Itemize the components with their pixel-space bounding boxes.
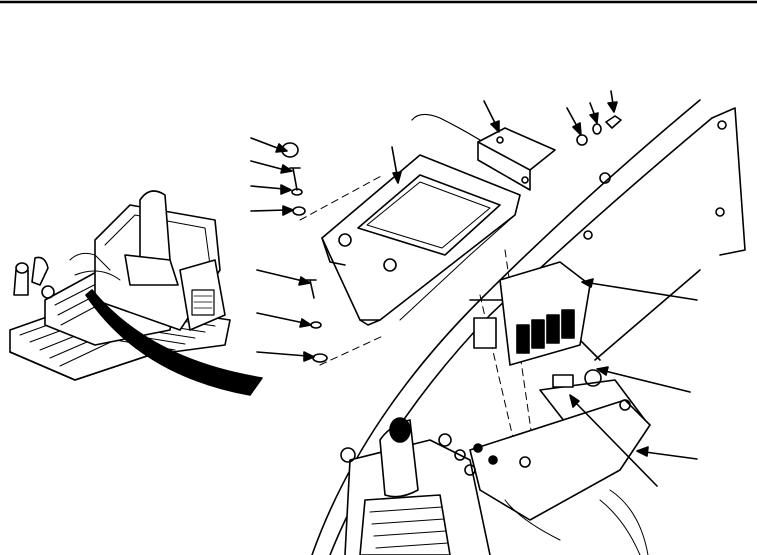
callout-arrow-flat-washer bbox=[250, 205, 294, 216]
relay-panel bbox=[473, 261, 591, 366]
cover bbox=[469, 399, 651, 521]
zoom-swoosh bbox=[85, 289, 263, 396]
callout-arrow-lock-washer-top bbox=[589, 102, 599, 124]
callout-arrow-cap bbox=[250, 137, 288, 153]
callout-arrow-fuse-box bbox=[596, 366, 691, 393]
callout-arrow-cover bbox=[636, 446, 698, 460]
callout-arrow-lock-washer-lower bbox=[256, 312, 312, 328]
top-fasteners bbox=[576, 115, 622, 146]
nut bbox=[576, 134, 588, 146]
lock-washer bbox=[310, 321, 322, 329]
console-cover bbox=[321, 154, 521, 326]
flat-washer bbox=[312, 353, 328, 363]
callout-arrow-console-cover bbox=[391, 146, 402, 184]
bolt bbox=[605, 115, 622, 129]
callout-arrows bbox=[250, 90, 698, 487]
callout-arrow-fuse bbox=[569, 394, 658, 487]
screw bbox=[289, 167, 301, 191]
joystick-controls bbox=[340, 417, 649, 555]
bracket bbox=[411, 113, 556, 191]
machine-overview-inset bbox=[9, 190, 231, 381]
callout-arrow-nut bbox=[566, 107, 582, 136]
callout-arrow-bolt-top bbox=[607, 90, 618, 113]
callout-arrow-relay-panel bbox=[581, 278, 698, 301]
callout-arrow-lock-washer bbox=[250, 184, 292, 195]
lock-washer bbox=[291, 188, 303, 196]
left-fasteners bbox=[281, 142, 328, 363]
lock-washer bbox=[592, 123, 602, 135]
callout-arrow-flat-washer-lower bbox=[256, 351, 315, 362]
callout-arrow-bolt bbox=[256, 269, 311, 286]
callout-arrow-bracket bbox=[483, 100, 500, 133]
flat-washer bbox=[292, 206, 306, 216]
callout-arrow-screw bbox=[250, 160, 293, 174]
